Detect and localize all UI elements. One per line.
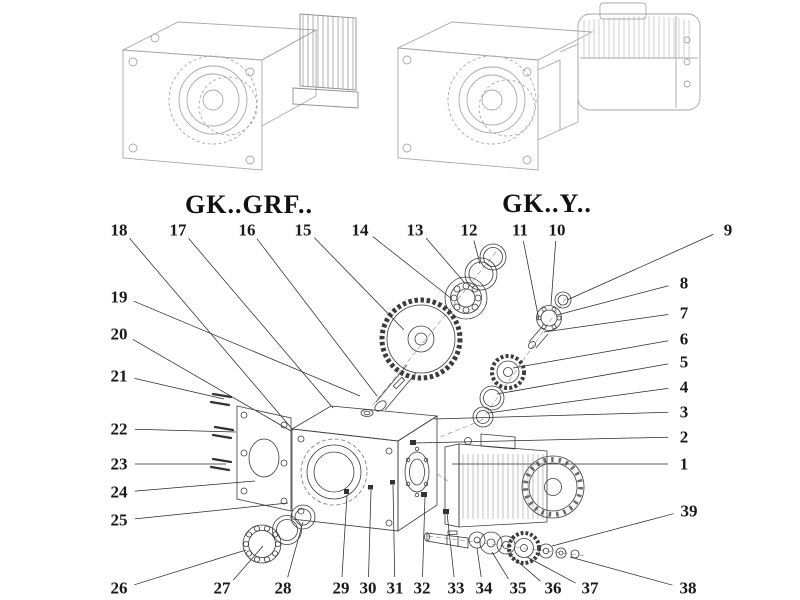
output-shaft bbox=[374, 364, 417, 412]
variant-label-grf: GK..GRF.. bbox=[185, 190, 313, 219]
output-shaft-kit bbox=[424, 530, 580, 565]
leader-lines bbox=[129, 234, 714, 586]
exploded-view bbox=[209, 243, 587, 565]
upper-bearing bbox=[444, 276, 488, 320]
gearbox-grf-drawing bbox=[121, 13, 359, 171]
seal-bearing-group bbox=[242, 504, 316, 564]
main-gear-group bbox=[374, 243, 507, 412]
input-fin-block bbox=[292, 13, 359, 109]
variant-label-y: GK..Y.. bbox=[502, 189, 592, 218]
electric-motor bbox=[444, 433, 585, 528]
gearbox-motor-drawing bbox=[396, 2, 701, 171]
mounting-flange bbox=[236, 405, 292, 512]
gear-housing bbox=[290, 405, 439, 532]
large-helical-gear bbox=[379, 297, 463, 381]
small-fasteners bbox=[344, 440, 449, 514]
motor-body bbox=[577, 2, 701, 111]
input-pinion-group bbox=[472, 291, 572, 428]
flange-bolts bbox=[209, 392, 235, 472]
assembly-axes bbox=[371, 251, 587, 557]
